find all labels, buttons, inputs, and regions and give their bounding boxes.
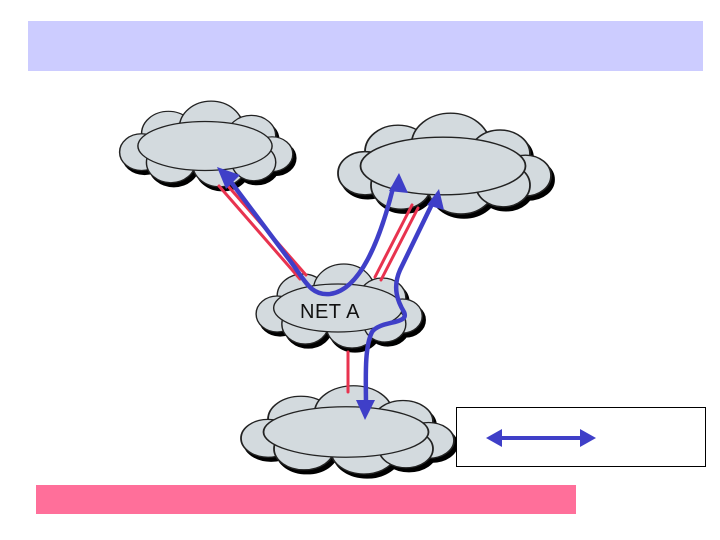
route-arrow-left-path <box>225 175 396 297</box>
arrowhead-top-left <box>217 167 240 189</box>
double-headed-arrow-icon <box>486 429 596 447</box>
cloud-bottom <box>240 384 455 475</box>
legend-box <box>456 407 706 467</box>
route-arrows <box>225 175 437 411</box>
footer-bar <box>36 485 576 514</box>
link-line-top-left <box>217 184 302 281</box>
title-bar <box>28 21 703 71</box>
arrowhead-bottom <box>356 400 375 420</box>
cloud-top-right <box>337 112 552 215</box>
net-a-label: NET A <box>300 301 360 323</box>
link-line-top-right <box>373 203 414 279</box>
cloud-top-left <box>118 100 294 188</box>
arrowheads <box>217 167 444 420</box>
route-arrow-right-path <box>363 197 437 411</box>
arrowhead-top-right-2 <box>427 189 444 210</box>
link-line-top-right-2 <box>379 206 420 282</box>
arrowhead-top-right-1 <box>389 173 408 193</box>
